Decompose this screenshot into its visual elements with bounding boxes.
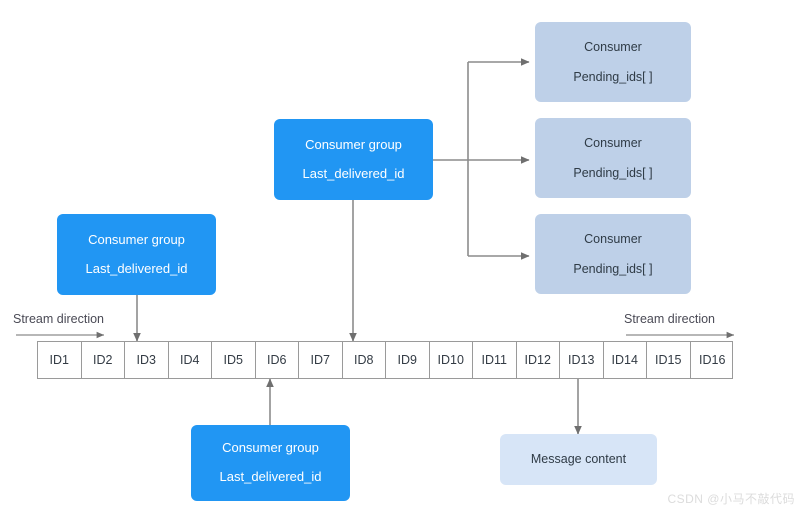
stream-id-cell-1[interactable]: ID1 (38, 342, 82, 378)
consumer-group-box-middle[interactable]: Consumer group Last_delivered_id (274, 119, 433, 200)
stream-id-cell-15[interactable]: ID15 (647, 342, 691, 378)
stream-id-cell-7[interactable]: ID7 (299, 342, 343, 378)
stream-id-cell-3[interactable]: ID3 (125, 342, 169, 378)
consumer-group-box-left[interactable]: Consumer group Last_delivered_id (57, 214, 216, 295)
stream-id-cell-11[interactable]: ID11 (473, 342, 517, 378)
message-content-label: Message content (530, 452, 627, 467)
consumer-group-box-bottom[interactable]: Consumer group Last_delivered_id (191, 425, 350, 501)
consumer-1-pending: Pending_ids[ ] (573, 70, 653, 84)
stream-id-cell-6[interactable]: ID6 (256, 342, 299, 378)
consumer-box-1[interactable]: Consumer Pending_ids[ ] (535, 22, 691, 102)
stream-direction-label-right: Stream direction (624, 312, 716, 326)
consumer-group-middle-last-delivered-id: Last_delivered_id (302, 165, 405, 181)
stream-id-cell-9[interactable]: ID9 (386, 342, 430, 378)
stream-id-cell-8[interactable]: ID8 (343, 342, 386, 378)
consumer-group-left-title: Consumer group (88, 231, 185, 247)
consumer-group-middle-title: Consumer group (305, 136, 402, 152)
stream-id-cell-12[interactable]: ID12 (517, 342, 560, 378)
stream-id-cell-16[interactable]: ID16 (699, 353, 726, 367)
stream-id-cell-13[interactable]: ID13 (560, 342, 604, 378)
consumer-1-title: Consumer (584, 39, 642, 54)
consumer-box-2[interactable]: Consumer Pending_ids[ ] (535, 118, 691, 198)
consumer-group-bottom-title: Consumer group (222, 440, 319, 456)
stream-id-cell-2[interactable]: ID2 (82, 342, 125, 378)
consumer-box-3[interactable]: Consumer Pending_ids[ ] (535, 214, 691, 294)
consumer-2-pending: Pending_ids[ ] (573, 166, 653, 180)
consumer-3-title: Consumer (584, 231, 642, 246)
watermark-text: CSDN @小马不敲代码 (667, 492, 795, 506)
consumer-group-left-last-delivered-id: Last_delivered_id (85, 260, 188, 276)
consumer-3-pending: Pending_ids[ ] (573, 262, 653, 276)
stream-id-cell-4[interactable]: ID4 (169, 342, 212, 378)
consumer-fanout-connectors (433, 58, 530, 260)
stream-id-cell-14[interactable]: ID14 (604, 342, 647, 378)
stream-direction-label-left: Stream direction (13, 312, 105, 326)
message-content-box[interactable]: Message content (500, 434, 657, 485)
stream-id-cell-10[interactable]: ID10 (430, 342, 473, 378)
stream-id-cell-5[interactable]: ID5 (212, 342, 256, 378)
consumer-group-bottom-last-delivered-id: Last_delivered_id (219, 469, 322, 484)
consumer-2-title: Consumer (584, 135, 642, 150)
